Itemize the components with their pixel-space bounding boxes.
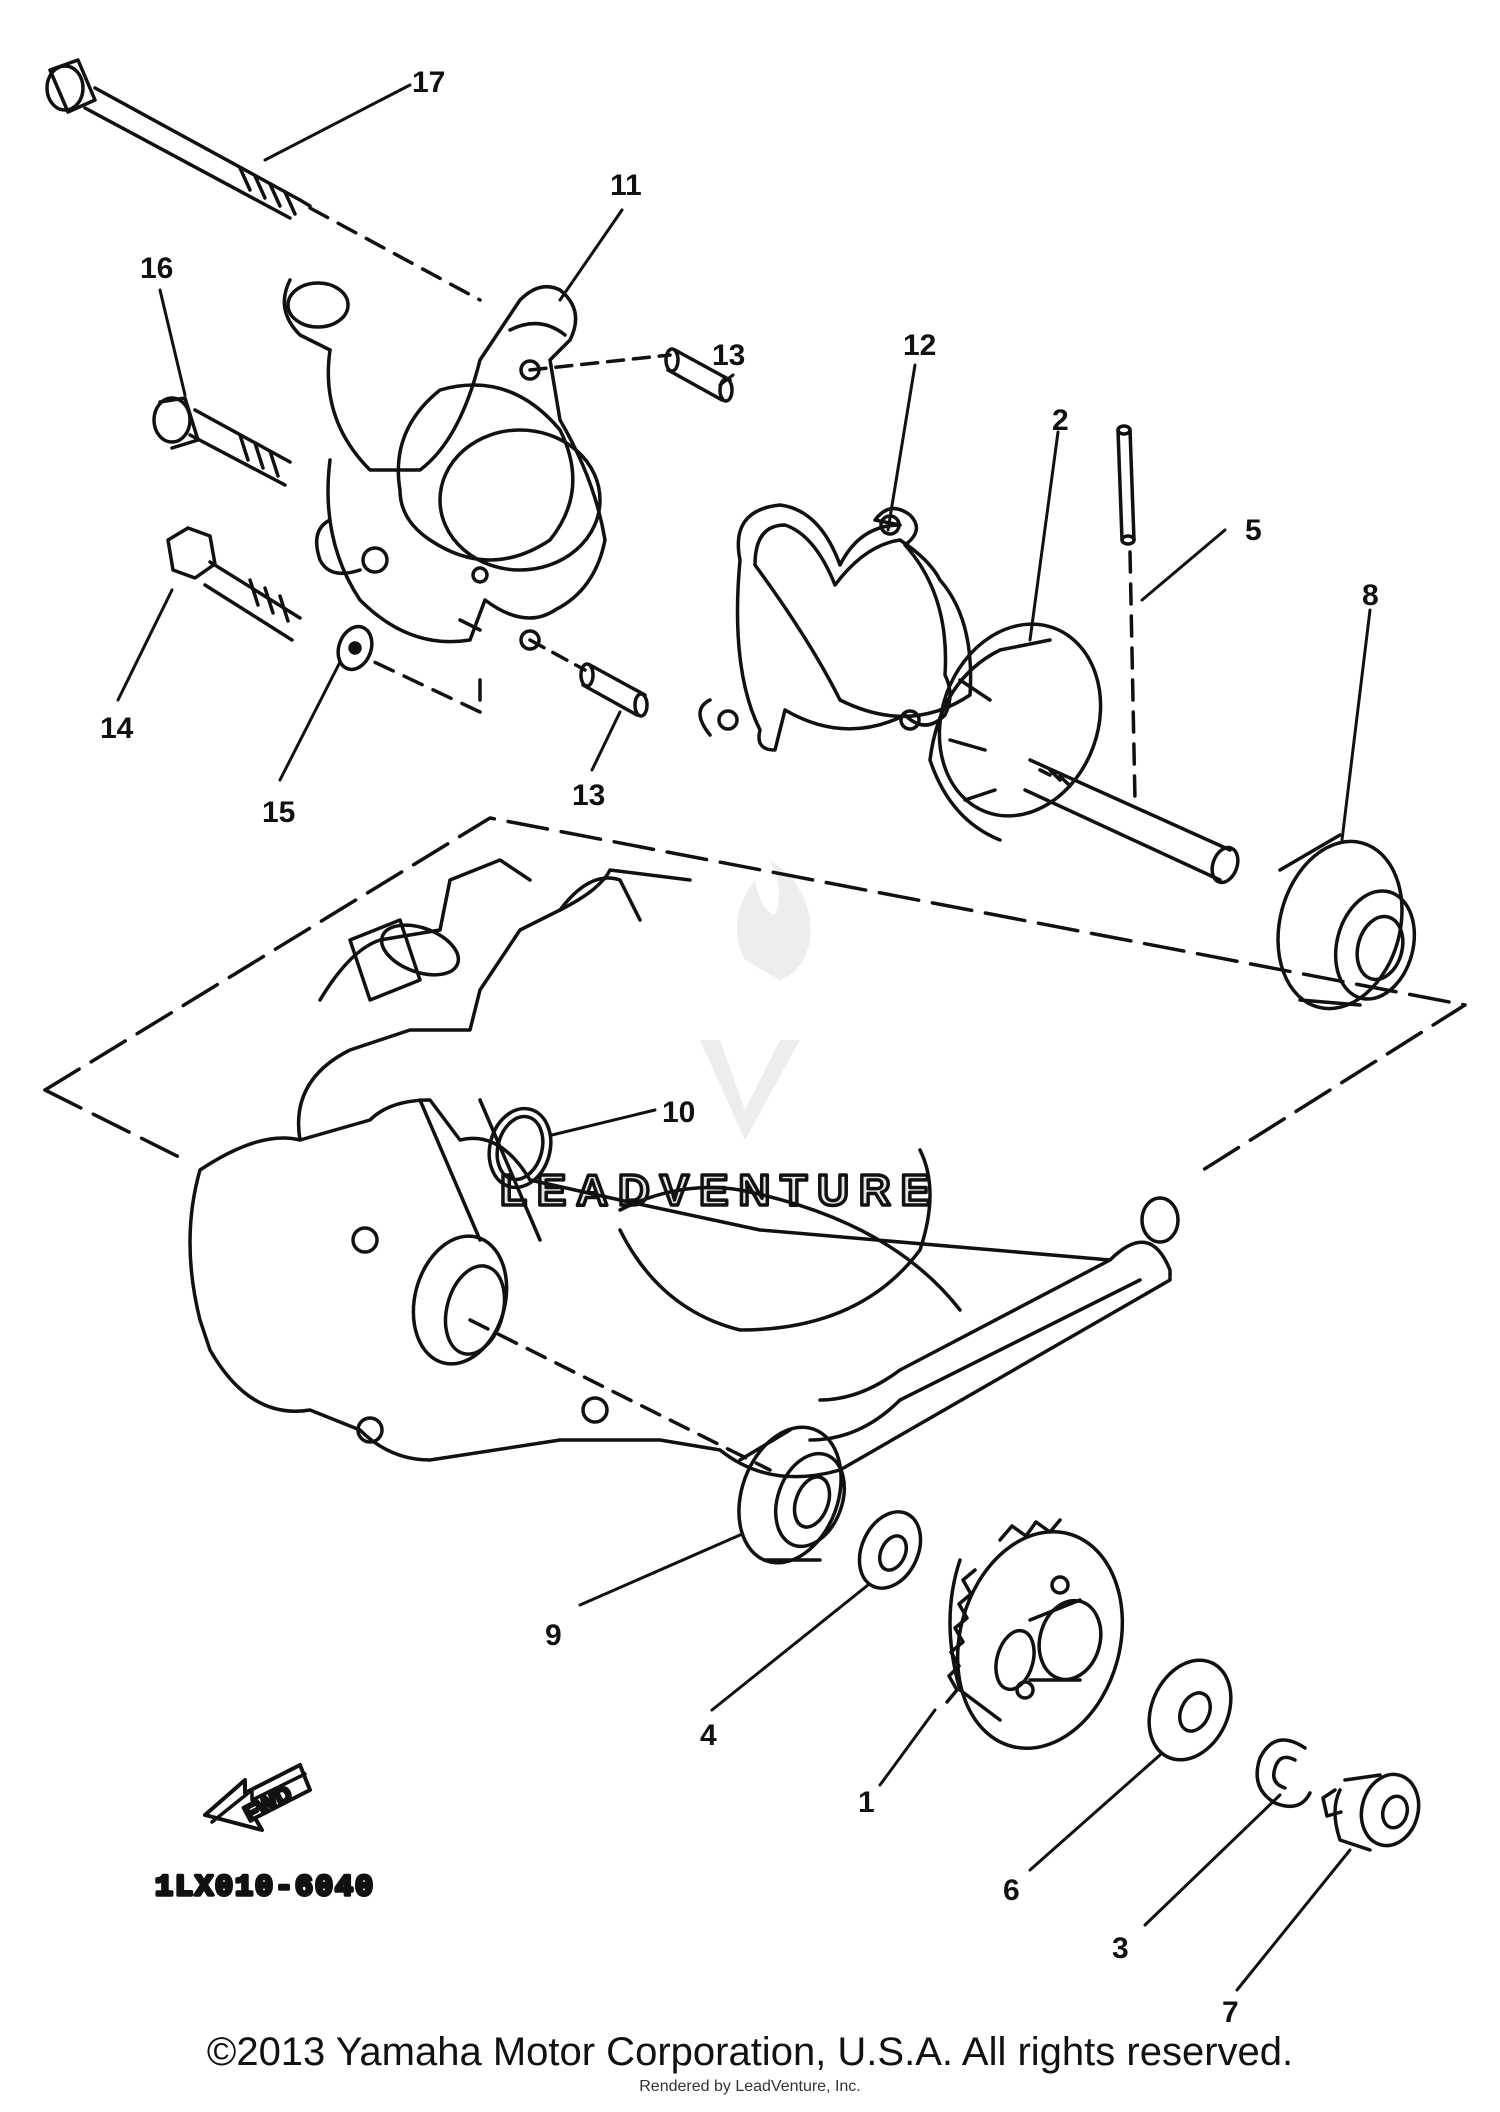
leader-14 xyxy=(116,588,174,702)
callout-6: 6 xyxy=(1003,1874,1020,1907)
leader-15 xyxy=(278,660,342,782)
leader-11 xyxy=(558,208,624,302)
watermark: LEADVENTURE xyxy=(498,860,940,1217)
leader-10 xyxy=(550,1108,657,1137)
leader-13-lower xyxy=(590,710,622,772)
callout-labels: 17 11 16 13 12 2 5 8 14 15 13 10 9 4 1 6… xyxy=(100,66,1379,2029)
leader-9 xyxy=(578,1533,742,1607)
part-6-washer xyxy=(1147,1658,1233,1762)
callout-8: 8 xyxy=(1362,579,1379,612)
part-13-dowel-pin-lower xyxy=(579,662,649,718)
part-4-washer xyxy=(857,1510,923,1590)
callout-14: 14 xyxy=(100,712,134,745)
part-5-guide-line xyxy=(1128,550,1137,802)
crankcase-body xyxy=(188,858,1180,1479)
part-5-pin xyxy=(1116,424,1136,546)
callout-16: 16 xyxy=(140,252,173,285)
callout-2: 2 xyxy=(1052,404,1069,437)
part-8-seal xyxy=(1276,833,1417,1011)
part-11-pump-cover xyxy=(282,278,607,651)
leader-7 xyxy=(1235,1848,1352,1992)
dowel-upper-guide-line xyxy=(528,353,672,372)
callout-9: 9 xyxy=(545,1619,562,1652)
callout-12: 12 xyxy=(903,329,936,362)
part-3-circlip xyxy=(1255,1738,1312,1809)
part-12-gasket xyxy=(698,503,973,752)
part-7-collar xyxy=(1321,1772,1421,1852)
callout-13-lower: 13 xyxy=(572,779,605,812)
leader-4 xyxy=(710,1583,870,1712)
watermark-text: LEADVENTURE xyxy=(500,1166,940,1215)
crankcase-section-frame xyxy=(43,816,1467,1177)
callout-13-upper: 13 xyxy=(712,339,745,372)
part-14-flange-bolt xyxy=(166,526,302,642)
fwd-direction-arrow: FWD xyxy=(203,1763,312,1832)
callout-3: 3 xyxy=(1112,1932,1129,1965)
leader-17 xyxy=(263,83,412,162)
leader-2 xyxy=(1028,430,1060,642)
callout-15: 15 xyxy=(262,796,295,829)
leader-8 xyxy=(1340,608,1372,842)
rendered-by-notice: Rendered by LeadVenture, Inc. xyxy=(639,2078,861,2095)
part-9-bearing xyxy=(737,1425,847,1565)
leader-16 xyxy=(158,288,187,397)
part-11-guide-line xyxy=(368,658,482,714)
figure-code: 1LX010-6040 xyxy=(155,1871,375,1905)
leader-3 xyxy=(1143,1793,1282,1927)
fwd-label: FWD xyxy=(240,1781,296,1827)
leader-6 xyxy=(1028,1753,1162,1872)
callout-17: 17 xyxy=(412,66,445,99)
leader-12 xyxy=(886,363,917,532)
callout-7: 7 xyxy=(1222,1996,1239,2029)
part-2-impeller-shaft xyxy=(928,622,1240,885)
leader-5 xyxy=(1140,528,1227,602)
callout-5: 5 xyxy=(1245,514,1262,547)
callout-4: 4 xyxy=(700,1719,717,1752)
callout-1: 1 xyxy=(858,1786,875,1819)
shaft-axis-guide xyxy=(468,1318,772,1472)
part-17-guide-line xyxy=(308,206,482,302)
part-17-long-bolt xyxy=(45,58,312,220)
leader-13-upper xyxy=(718,373,735,387)
part-16-bolt xyxy=(152,396,292,487)
leader-lines xyxy=(116,83,1372,1992)
copyright-notice: ©2013 Yamaha Motor Corporation, U.S.A. A… xyxy=(206,2030,1294,2074)
part-10-o-ring xyxy=(487,1106,553,1190)
leader-1 xyxy=(878,1708,937,1787)
part-1-drive-gear xyxy=(945,1518,1125,1751)
callout-10: 10 xyxy=(662,1096,695,1129)
part-15-washer xyxy=(336,624,374,672)
callout-11: 11 xyxy=(610,169,642,202)
dowel-lower-guide-line xyxy=(528,638,587,672)
